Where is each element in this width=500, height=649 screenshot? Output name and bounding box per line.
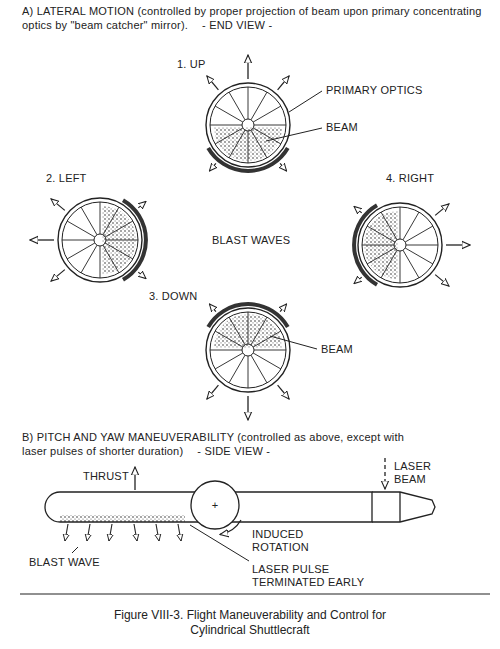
figure-caption: Figure VIII-3. Flight Maneuverability an… [95,608,405,638]
part-label: THRUST [82,470,130,483]
part-label: BLAST WAVES [211,234,291,247]
part-label: LASER BEAM [393,460,437,486]
optics-wheels [30,55,470,420]
part-label: LASER PULSE TERMINATED EARLY [251,563,371,589]
section-heading: B) PITCH AND YAW MANEUVERABILITY (contro… [22,430,432,458]
part-label: INDUCED ROTATION [251,528,325,554]
part-label: BEAM [320,343,354,356]
part-label: BEAM [325,121,359,134]
part-label: BLAST WAVE [28,556,101,569]
separator-rule [20,593,490,594]
part-label: PRIMARY OPTICS [325,84,424,97]
section-heading: A) LATERAL MOTION (controlled by proper … [22,4,484,32]
direction-label: 4. RIGHT [385,172,435,185]
view-note: - END VIEW - [202,19,272,31]
direction-label: 2. LEFT [45,172,88,185]
center-mark: + [211,499,220,512]
shuttlecraft-side-view [45,458,435,561]
leader-lines [266,91,322,349]
view-note: - SIDE VIEW - [197,445,270,457]
direction-label: 1. UP [176,58,207,71]
direction-label: 3. DOWN [148,290,198,303]
